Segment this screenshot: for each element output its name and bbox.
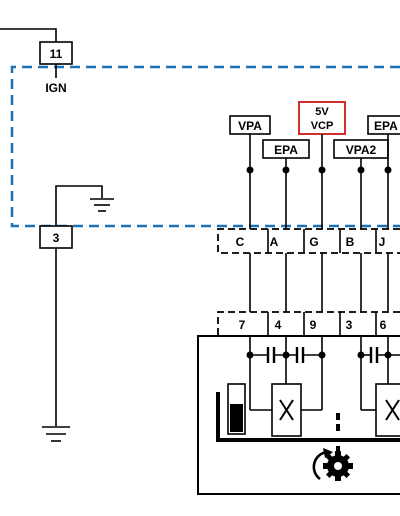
capacitor-right: [361, 347, 400, 363]
connector-top-pin-b: B: [346, 235, 355, 249]
signal-epa-box: EPA: [262, 139, 310, 159]
connector-top-pin-a: A: [270, 235, 279, 249]
ign-pin-number: 11: [50, 47, 63, 61]
signal-epa-partial-label: EPA: [374, 119, 398, 133]
signal-vcp-line2: VCP: [311, 120, 334, 132]
ground-pin-number: 3: [53, 231, 60, 245]
ign-wire: [0, 28, 57, 42]
signal-vcp-box: 5V VCP: [298, 101, 346, 135]
signal-epa-label: EPA: [274, 143, 298, 157]
ground-pin-box: 3: [39, 225, 73, 249]
magnet-plate: [216, 392, 400, 442]
internal-ground-wire: [55, 185, 103, 226]
signal-vcp-line1: 5V: [315, 106, 329, 118]
ground-icon: [42, 426, 70, 442]
pedal-bar-icon: [227, 383, 246, 435]
signal-vpa2-box: VPA2: [333, 139, 389, 159]
connector-bottom-pin-9: 9: [310, 318, 317, 332]
connector-bottom-pin-7: 7: [239, 318, 246, 332]
connector-top-pin-c: C: [236, 235, 245, 249]
signal-vpa2-label: VPA2: [346, 143, 377, 157]
connector-top-pin-g: G: [309, 235, 318, 249]
junction-dots: [246, 166, 392, 174]
signal-vpa-box: VPA: [229, 115, 271, 135]
ign-pin-box: 11: [39, 41, 73, 65]
sensor-housing: [197, 335, 400, 495]
hall-sensor-x-icon-2: [361, 383, 400, 437]
hall-sensor-x-icon: [250, 383, 322, 437]
ecu-dashed-boundary: [10, 65, 400, 228]
signal-epa-partial-box: EPA: [367, 115, 400, 135]
shaft-dashes: [336, 413, 340, 453]
capacitor-dots: [246, 351, 392, 359]
connector-bottom-pin-6: 6: [380, 318, 387, 332]
ign-label: IGN: [45, 81, 66, 95]
connector-bottom-pin-3: 3: [346, 318, 353, 332]
connector-bottom-pin-4: 4: [275, 318, 282, 332]
connector-top: C A G B J: [217, 228, 400, 254]
internal-ground-icon: [90, 198, 114, 212]
connector-bottom: 7 4 9 3 6: [217, 311, 400, 337]
connector-top-pin-j: J: [379, 235, 386, 249]
signal-wires: [249, 170, 389, 410]
rotating-gear-icon: [312, 448, 353, 481]
signal-vpa-label: VPA: [238, 119, 262, 133]
